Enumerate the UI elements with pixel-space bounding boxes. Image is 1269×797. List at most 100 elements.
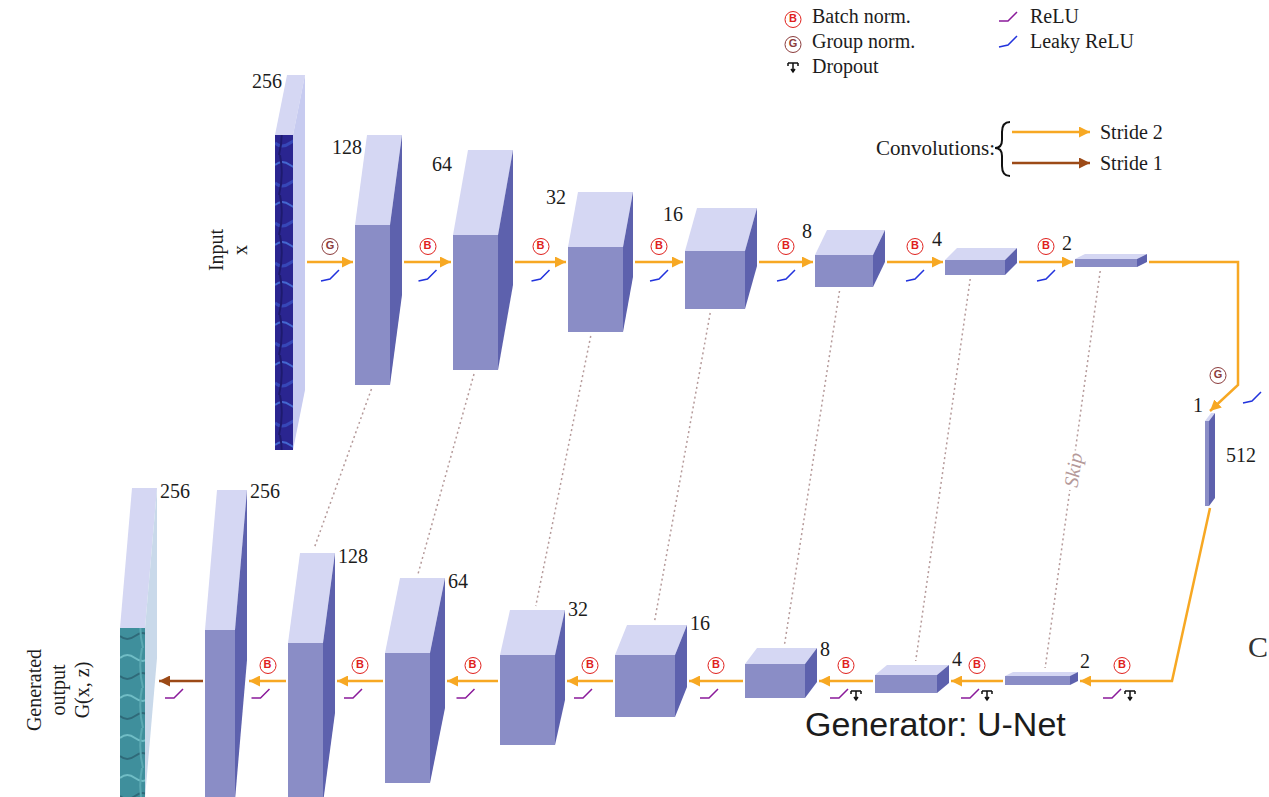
block-front (745, 664, 805, 698)
block-top (568, 192, 633, 247)
convolution-arrow (567, 680, 613, 683)
block-outline (945, 248, 1017, 275)
block-front (385, 653, 430, 783)
block-top (875, 665, 949, 675)
convolution-arrow (951, 680, 1003, 683)
feature-map-block: 2 (1005, 672, 1078, 685)
block-front (1005, 676, 1070, 685)
dimension-label: 256 (160, 480, 190, 502)
legend-brace (995, 122, 1010, 176)
block-top (815, 230, 885, 255)
block-outline (355, 135, 402, 385)
block-outline (453, 150, 513, 370)
label-text: 64 (432, 153, 452, 175)
convolution-arrow (447, 680, 498, 683)
leaky-relu-icon (419, 270, 437, 281)
block-side (235, 490, 247, 797)
label-text: Skip (1059, 448, 1086, 491)
block-side (498, 150, 513, 370)
label-text: 256 (250, 480, 280, 502)
dropout-icon (982, 691, 992, 700)
convolution-arrow (515, 261, 566, 264)
dimension-label: 4 (952, 648, 962, 670)
block-outline (120, 488, 157, 797)
norm-badge: B (651, 231, 668, 255)
block-outline (288, 553, 335, 797)
leaky-relu-icon (906, 270, 924, 281)
image-slab: 256Input x (275, 75, 305, 450)
label-text: 16 (663, 203, 683, 225)
label-text: Leaky ReLU (1030, 30, 1134, 52)
label-text: B (785, 11, 802, 28)
dimension-label: 8 (820, 638, 830, 660)
dimension-label: 32 (546, 186, 566, 208)
block-front (875, 675, 937, 693)
dimension-label: 64 (448, 570, 468, 592)
stride1-sample (1012, 162, 1090, 165)
feature-map-block: 32 (568, 192, 633, 332)
skip-label: Skip (1059, 448, 1086, 491)
legend-entry: ReLU (1030, 5, 1079, 27)
convolution-arrow (1149, 262, 1238, 411)
label-text: B (838, 657, 855, 674)
block-outline (1205, 413, 1215, 506)
legend-entry: Group norm. (812, 30, 915, 52)
block-side (293, 75, 305, 450)
convolution-arrow (759, 261, 813, 264)
skip-connection (916, 279, 971, 661)
legend-entry: Leaky ReLU (1030, 30, 1134, 52)
image-slab: 256Generated output G(x, z) (120, 488, 157, 797)
feature-map-block: 8 (745, 648, 817, 698)
feature-map-block: 256 (205, 490, 247, 797)
leaky-relu-icon (1037, 270, 1055, 281)
block-outline (275, 75, 305, 450)
norm-badge: B (778, 231, 795, 255)
convolution-arrow (1080, 508, 1210, 681)
convolution-arrow (887, 261, 943, 264)
block-side (555, 610, 565, 745)
norm-badge: B (969, 650, 986, 674)
label-text: C (1248, 630, 1268, 663)
norm-badge: B (1114, 650, 1131, 674)
label-text: Group norm. (812, 30, 915, 52)
label-text: 2 (1062, 232, 1072, 254)
label-text: 64 (448, 570, 468, 592)
block-front (685, 251, 745, 309)
feature-map-block: 16 (615, 625, 687, 717)
block-front (288, 643, 323, 797)
feature-map-block: 64 (385, 578, 445, 783)
norm-badge: B (838, 650, 855, 674)
skip-connection (655, 313, 711, 621)
label-text: B (352, 657, 369, 674)
dimension-label: 16 (663, 203, 683, 225)
norm-badge: B (582, 650, 599, 674)
label-text: 32 (568, 598, 588, 620)
block-outline (615, 625, 687, 717)
block-front (615, 655, 675, 717)
convolution-arrow (635, 261, 683, 264)
block-top (685, 208, 757, 251)
connectors (159, 262, 1238, 681)
block-front (500, 655, 555, 745)
block-side (1070, 672, 1078, 685)
convolution-arrow (1019, 261, 1073, 264)
label-text: B (582, 657, 599, 674)
annotation: C (1248, 636, 1268, 658)
label-text: B (259, 657, 276, 674)
block-front (815, 255, 873, 287)
block-side (430, 578, 445, 783)
dropout-icon (788, 63, 798, 72)
label-text: 256 (160, 480, 190, 502)
block-front (120, 628, 145, 797)
label-text: 256 (252, 70, 282, 92)
feature-map-block: 4 (945, 248, 1017, 275)
block-front (568, 247, 623, 332)
label-text: 1 (1193, 394, 1203, 416)
label-text: B (778, 238, 795, 255)
label-text: B (532, 238, 549, 255)
label-text: Stride 1 (1100, 152, 1163, 174)
convolution-arrow (307, 261, 353, 264)
block-side (623, 192, 633, 332)
label-text: B (1038, 238, 1055, 255)
